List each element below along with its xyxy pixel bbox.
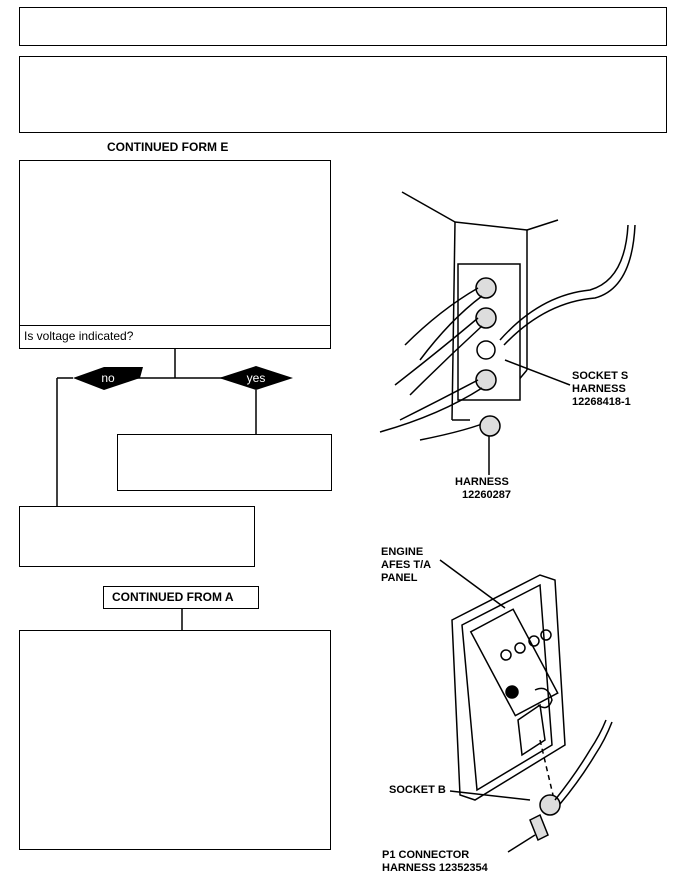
p1-line2: HARNESS 12352354 bbox=[382, 862, 488, 874]
engine-line1: ENGINE bbox=[381, 546, 424, 558]
socket-b-label: SOCKET B bbox=[389, 784, 446, 796]
header-box bbox=[19, 7, 667, 46]
procedure-box-a bbox=[19, 630, 331, 850]
afes-panel-drawing bbox=[439, 559, 613, 853]
heading-continued-e: CONTINUED FORM E bbox=[107, 140, 229, 154]
no-action-box bbox=[19, 506, 255, 567]
socket-s-line1: SOCKET S bbox=[572, 370, 629, 382]
decision-no-diamond bbox=[73, 367, 143, 390]
question-divider bbox=[20, 325, 330, 326]
continued-from-a-box: CONTINUED FROM A bbox=[103, 586, 259, 609]
harness-line2: 12260287 bbox=[462, 489, 511, 501]
flow-connectors bbox=[56, 348, 257, 631]
socket-s-line3: 12268418-1 bbox=[572, 396, 631, 408]
decision-yes-diamond bbox=[219, 366, 293, 390]
p1-connector-label: P1 CONNECTOR HARNESS 12352354 bbox=[382, 849, 488, 875]
heading-continued-a: CONTINUED FROM A bbox=[112, 590, 234, 604]
engine-panel-label: ENGINE AFES T/A PANEL bbox=[381, 546, 431, 585]
voltage-question: Is voltage indicated? bbox=[24, 329, 134, 343]
decision-no-label: no bbox=[101, 371, 115, 385]
panel-connector-drawing bbox=[379, 191, 636, 475]
engine-line2: AFES T/A bbox=[381, 559, 432, 571]
yes-action-box bbox=[117, 434, 332, 491]
harness-label: HARNESS 12260287 bbox=[455, 476, 511, 502]
harness-line1: HARNESS bbox=[455, 476, 509, 488]
summary-box bbox=[19, 56, 667, 133]
socket-s-label: SOCKET S HARNESS 12268418-1 bbox=[572, 370, 631, 409]
decision-yes-label: yes bbox=[246, 371, 266, 385]
procedure-box-e: Is voltage indicated? bbox=[19, 160, 331, 349]
socket-s-line2: HARNESS bbox=[572, 383, 626, 395]
p1-line1: P1 CONNECTOR bbox=[382, 849, 470, 861]
engine-line3: PANEL bbox=[381, 572, 418, 584]
